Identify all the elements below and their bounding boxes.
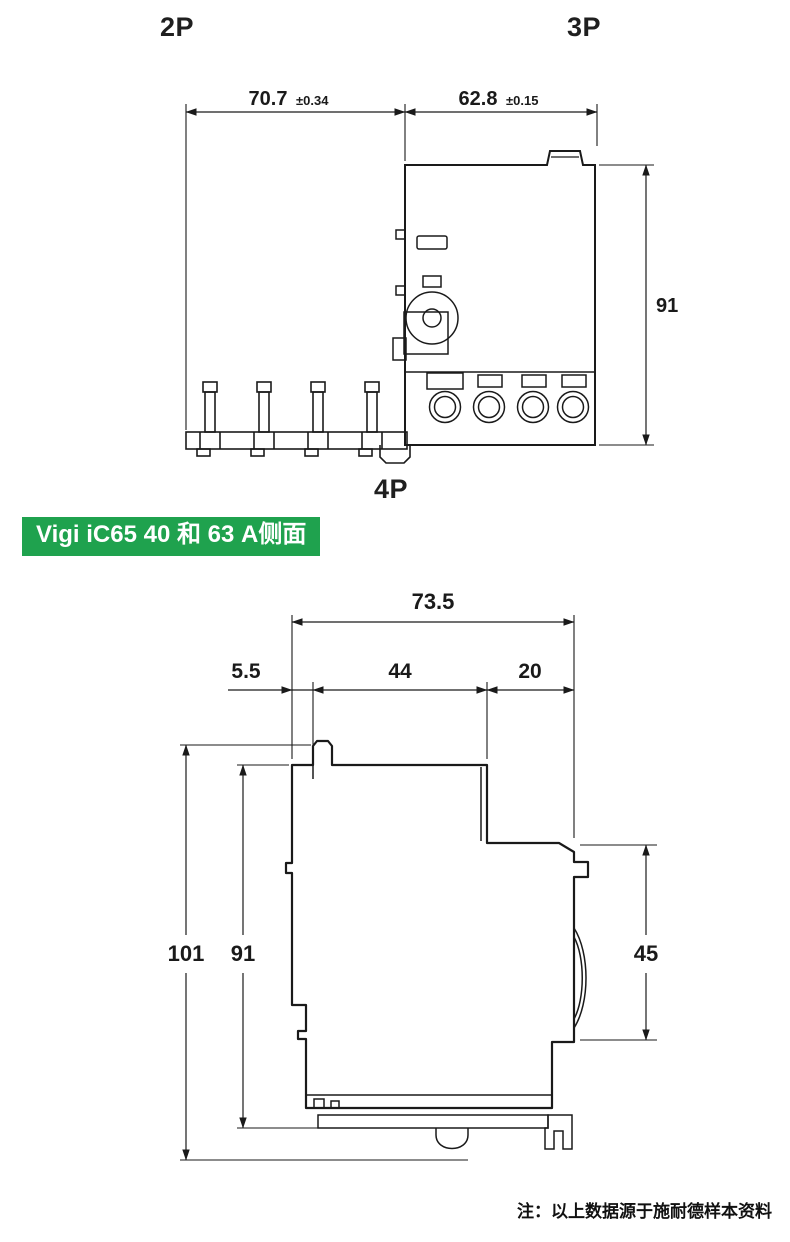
side-dim-front-offset: 5.5	[231, 660, 261, 683]
breaker-front-details	[392, 229, 595, 424]
front-dim-height: 91	[656, 295, 678, 317]
front-dim-lines	[185, 108, 650, 446]
front-dim-width-right-tolerance: ±0.15	[506, 93, 538, 108]
side-dim-back-width: 20	[518, 660, 541, 683]
comb-busbar	[185, 381, 408, 457]
side-dim-rail-height: 45	[634, 941, 658, 966]
front-view-drawing: 70.7 ±0.34 62.8 ±0.15 91	[185, 88, 678, 464]
side-dim-total-width: 73.5	[412, 589, 455, 614]
front-bottom-foot	[379, 445, 411, 464]
section-banner: Vigi iC65 40 和 63 A侧面	[22, 517, 321, 557]
label-4p: 4P	[374, 474, 409, 504]
breaker-front-body-outline	[404, 150, 596, 446]
side-dim-extension-lines	[180, 615, 657, 1161]
side-dim-body-height: 91	[231, 941, 255, 966]
side-dim-lines	[182, 618, 650, 1161]
front-dim-width-left: 70.7	[249, 88, 288, 110]
section-title: Vigi iC65 40 和 63 A侧面	[36, 521, 307, 548]
side-dim-body-width: 44	[388, 660, 412, 683]
breaker-side-details	[306, 765, 587, 1150]
side-dim-total-height: 101	[168, 941, 205, 966]
front-dim-width-left-tolerance: ±0.34	[296, 93, 329, 108]
label-3p: 3P	[567, 12, 602, 42]
breaker-side-profile	[284, 739, 590, 1110]
side-view-drawing: 73.5 5.5 44 20 101 91 45	[168, 589, 658, 1161]
front-dim-width-right: 62.8	[459, 88, 498, 110]
footnote: 注：以上数据源于施耐德样本资料	[517, 1202, 772, 1221]
label-2p: 2P	[160, 12, 195, 42]
front-dim-extension-lines	[185, 104, 654, 446]
